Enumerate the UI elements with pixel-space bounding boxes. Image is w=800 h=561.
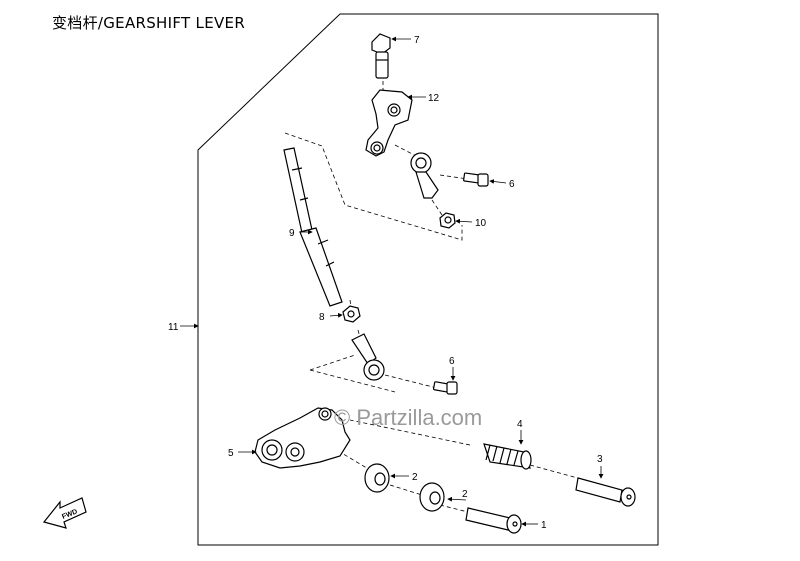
callout-5: 5 bbox=[228, 448, 234, 459]
callout-6-upper: 6 bbox=[509, 179, 515, 190]
upper-rod-end[interactable] bbox=[410, 152, 439, 199]
shift-rod-part-9[interactable] bbox=[283, 147, 343, 307]
callout-9: 9 bbox=[289, 228, 295, 239]
callout-2-b: 2 bbox=[462, 489, 468, 500]
nut-part-8[interactable] bbox=[342, 305, 361, 323]
washer-part-2-b[interactable] bbox=[419, 482, 445, 512]
small-bolt-part-6-upper[interactable] bbox=[463, 172, 489, 187]
callout-3: 3 bbox=[597, 454, 603, 465]
gearshift-pedal-arm-part-5[interactable] bbox=[254, 407, 351, 469]
callout-8: 8 bbox=[319, 312, 325, 323]
callout-6-lower: 6 bbox=[449, 356, 455, 367]
callout-1: 1 bbox=[541, 520, 547, 531]
assembly-frame bbox=[197, 13, 659, 546]
upper-lever-arm-part-12[interactable] bbox=[365, 89, 413, 157]
top-bolt-part-7[interactable] bbox=[371, 33, 391, 79]
watermark: © Partzilla.com bbox=[334, 405, 482, 430]
diagram-title: 变档杆/GEARSHIFT LEVER bbox=[52, 14, 246, 32]
washer-part-2-a[interactable] bbox=[364, 463, 390, 493]
callout-11: 11 bbox=[168, 322, 179, 333]
callout-10: 10 bbox=[475, 218, 487, 229]
lower-rod-end[interactable] bbox=[351, 333, 385, 381]
callout-7: 7 bbox=[414, 35, 420, 46]
callout-4: 4 bbox=[517, 419, 523, 430]
forward-direction-arrow: FWD bbox=[42, 497, 87, 529]
rubber-foot-peg-part-4[interactable] bbox=[483, 443, 532, 470]
leader-lines bbox=[180, 36, 604, 527]
long-bolt-part-3[interactable] bbox=[575, 477, 636, 507]
small-bolt-part-6-lower[interactable] bbox=[432, 381, 458, 395]
short-bolt-part-1[interactable] bbox=[465, 507, 522, 534]
callout-12: 12 bbox=[428, 93, 440, 104]
nut-part-10[interactable] bbox=[439, 212, 456, 229]
callout-2-a: 2 bbox=[412, 472, 418, 483]
